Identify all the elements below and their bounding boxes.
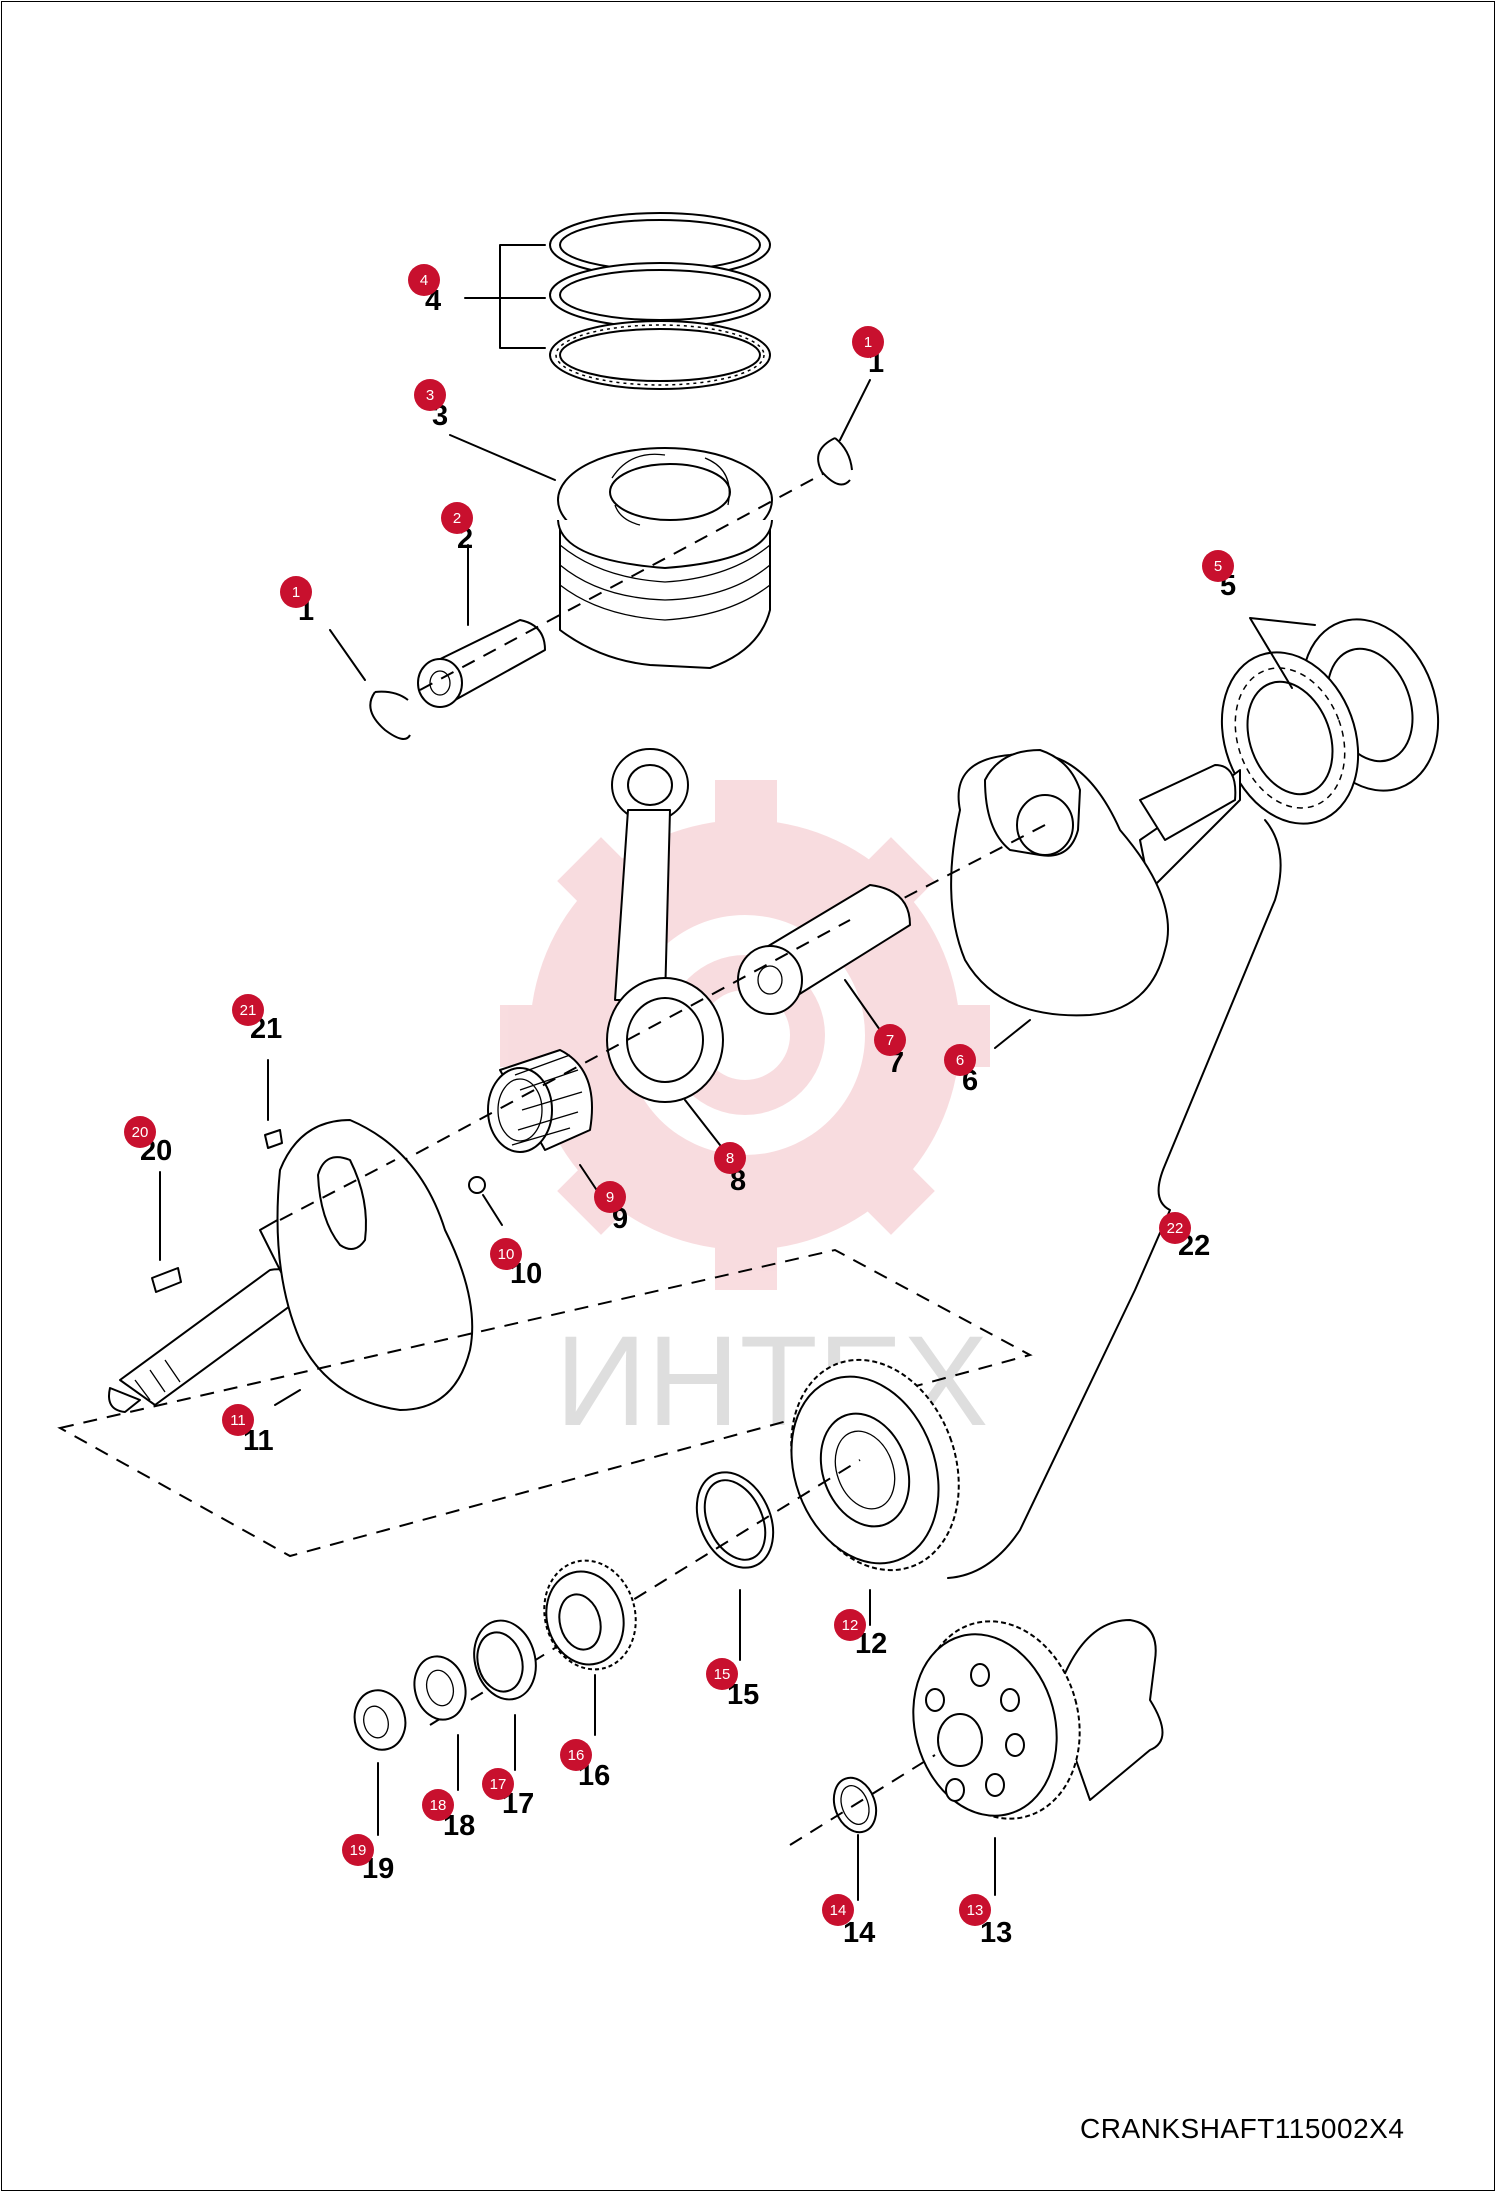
callout-badge-1-left[interactable]: 1 <box>280 576 312 608</box>
assembly-outline <box>57 1248 1033 1558</box>
svg-text:11: 11 <box>230 1412 246 1429</box>
callout-badge-5[interactable]: 5 <box>1202 550 1234 582</box>
crank-gear <box>790 1358 960 1572</box>
svg-text:6: 6 <box>956 1052 964 1069</box>
pin-axis <box>419 469 831 691</box>
svg-text:13: 13 <box>967 1902 984 1919</box>
svg-text:17: 17 <box>490 1776 507 1793</box>
svg-text:20: 20 <box>132 1124 149 1141</box>
circlip-left <box>369 690 411 740</box>
sprocket <box>543 1559 637 1671</box>
svg-text:12: 12 <box>842 1617 859 1634</box>
callout-badge-11[interactable]: 11 <box>222 1404 254 1436</box>
callout-badge-22[interactable]: 22 <box>1159 1212 1191 1244</box>
balancer-shaft-gear <box>912 1619 1164 1820</box>
svg-text:14: 14 <box>830 1902 847 1919</box>
leader-7 <box>844 979 881 1031</box>
callout-badge-14[interactable]: 14 <box>822 1894 854 1926</box>
svg-text:3: 3 <box>426 387 434 404</box>
callout-badges: 4 3 1 2 1 5 7 6 8 9 10 11 20 21 22 12 15… <box>124 264 1234 1926</box>
leader-11 <box>274 1389 301 1406</box>
crank-axis-lower <box>279 1159 396 1221</box>
leader-4 <box>464 244 546 349</box>
svg-text:15: 15 <box>714 1666 731 1683</box>
callout-badge-18[interactable]: 18 <box>422 1789 454 1821</box>
svg-text:21: 21 <box>240 1002 257 1019</box>
callout-badge-1-right[interactable]: 1 <box>852 326 884 358</box>
balancer-axis <box>789 1754 936 1846</box>
callout-badge-9[interactable]: 9 <box>594 1181 626 1213</box>
svg-text:10: 10 <box>498 1246 515 1263</box>
piston-rings <box>549 212 771 390</box>
svg-text:1: 1 <box>292 584 300 601</box>
washer <box>413 1655 467 1721</box>
leader-5 <box>1249 617 1316 689</box>
callout-badge-17[interactable]: 17 <box>482 1768 514 1800</box>
crank-pin <box>737 884 911 1015</box>
leader-1-left <box>329 629 366 681</box>
callout-badge-19[interactable]: 19 <box>342 1834 374 1866</box>
callout-badge-7[interactable]: 7 <box>874 1024 906 1056</box>
lock-nut <box>473 1619 537 1701</box>
callout-badge-8[interactable]: 8 <box>714 1142 746 1174</box>
leader-1-right <box>839 379 871 441</box>
svg-text:2: 2 <box>453 510 461 527</box>
ball-bearings <box>1220 618 1440 825</box>
leader-8 <box>684 1099 721 1146</box>
callout-badge-15[interactable]: 15 <box>706 1658 738 1690</box>
bracket-22 <box>947 819 1282 1579</box>
connecting-rod <box>606 748 724 1103</box>
svg-text:16: 16 <box>568 1747 585 1764</box>
needle-bearing <box>487 1049 593 1153</box>
crankshaft-half-right <box>950 749 1241 1017</box>
callout-badge-4[interactable]: 4 <box>408 264 440 296</box>
svg-text:1: 1 <box>864 334 872 351</box>
piston <box>557 447 773 669</box>
callout-badge-21[interactable]: 21 <box>232 994 264 1026</box>
piston-pin <box>417 619 546 708</box>
svg-text:9: 9 <box>606 1189 614 1206</box>
small-ball <box>468 1176 486 1194</box>
hex-nut <box>353 1689 407 1751</box>
svg-text:22: 22 <box>1167 1220 1184 1237</box>
snap-ring <box>695 1471 775 1569</box>
part-number-13: 13 <box>980 1917 1012 1949</box>
callout-badge-12[interactable]: 12 <box>834 1609 866 1641</box>
leader-6 <box>994 1019 1031 1049</box>
diagram-caption: CRANKSHAFT115002X4 <box>1080 2113 1405 2144</box>
svg-text:7: 7 <box>886 1032 894 1049</box>
callout-badge-20[interactable]: 20 <box>124 1116 156 1148</box>
crank-axis-upper <box>899 824 1046 901</box>
svg-text:19: 19 <box>350 1842 367 1859</box>
key-20 <box>151 1267 182 1293</box>
key-21 <box>264 1129 283 1149</box>
callout-badge-10[interactable]: 10 <box>490 1238 522 1270</box>
callout-badge-13[interactable]: 13 <box>959 1894 991 1926</box>
leader-10 <box>482 1194 503 1226</box>
svg-text:5: 5 <box>1214 558 1222 575</box>
part-number-14: 14 <box>843 1917 875 1949</box>
svg-text:4: 4 <box>420 272 428 289</box>
crankshaft-half-left <box>108 1119 474 1413</box>
callout-badge-6[interactable]: 6 <box>944 1044 976 1076</box>
leader-3 <box>449 434 556 481</box>
svg-text:18: 18 <box>430 1797 447 1814</box>
svg-text:8: 8 <box>726 1150 734 1167</box>
callout-badge-2[interactable]: 2 <box>441 502 473 534</box>
callout-badge-3[interactable]: 3 <box>414 379 446 411</box>
watermark-gear-icon <box>500 780 990 1290</box>
callout-badge-16[interactable]: 16 <box>560 1739 592 1771</box>
circlip-right <box>817 437 853 486</box>
part-numbers: 4 3 1 2 1 5 7 6 8 9 10 11 20 21 22 12 15… <box>140 285 1236 1949</box>
